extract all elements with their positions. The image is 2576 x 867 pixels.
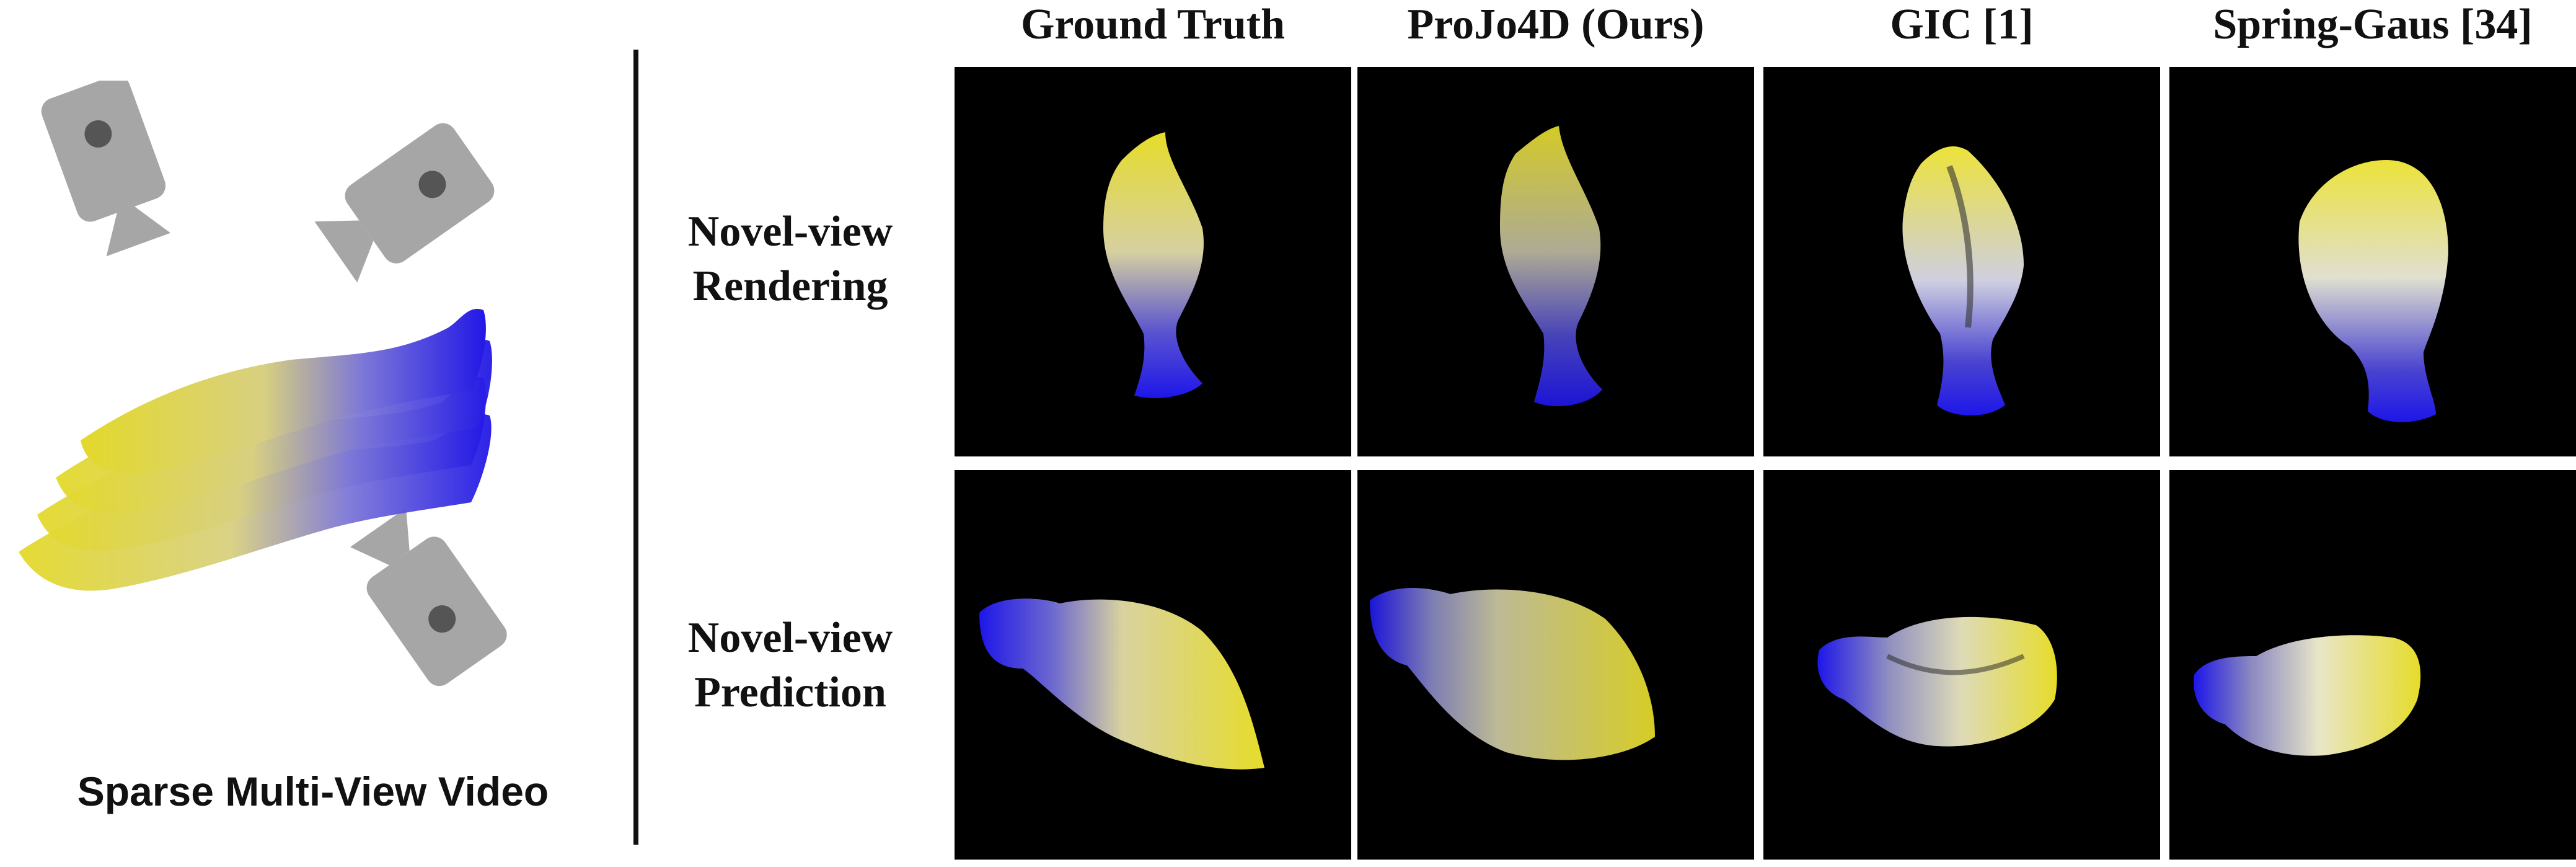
panel-prediction-gic bbox=[1763, 470, 2160, 860]
column-header-gic: GIC [1] bbox=[1890, 1, 2034, 48]
left-caption: Sparse Multi-View Video bbox=[77, 768, 549, 814]
row-header-prediction: Novel-view Prediction bbox=[687, 614, 893, 716]
panel-prediction-spring-gaus bbox=[2169, 470, 2576, 860]
panel-prediction-ground-truth bbox=[955, 470, 1351, 860]
panel-rendering-gic bbox=[1763, 67, 2160, 456]
column-header-projo4d: ProJo4D (Ours) bbox=[1407, 1, 1705, 48]
panel-rendering-ground-truth bbox=[955, 67, 1351, 456]
row-header-rendering: Novel-view Rendering bbox=[687, 208, 893, 310]
panel-rendering-projo4d bbox=[1357, 67, 1754, 456]
multi-view-illustration bbox=[19, 81, 507, 687]
camera-icon bbox=[314, 123, 495, 283]
panel-rendering-spring-gaus bbox=[2169, 67, 2576, 456]
column-header-ground-truth: Ground Truth bbox=[1020, 1, 1285, 48]
camera-icon bbox=[41, 81, 171, 257]
camera-icon bbox=[350, 508, 507, 687]
column-header-spring-gaus: Spring-Gaus [34] bbox=[2213, 1, 2533, 48]
panel-prediction-projo4d bbox=[1357, 470, 1754, 860]
deforming-object-stack bbox=[19, 308, 492, 591]
vertical-divider bbox=[633, 50, 638, 845]
